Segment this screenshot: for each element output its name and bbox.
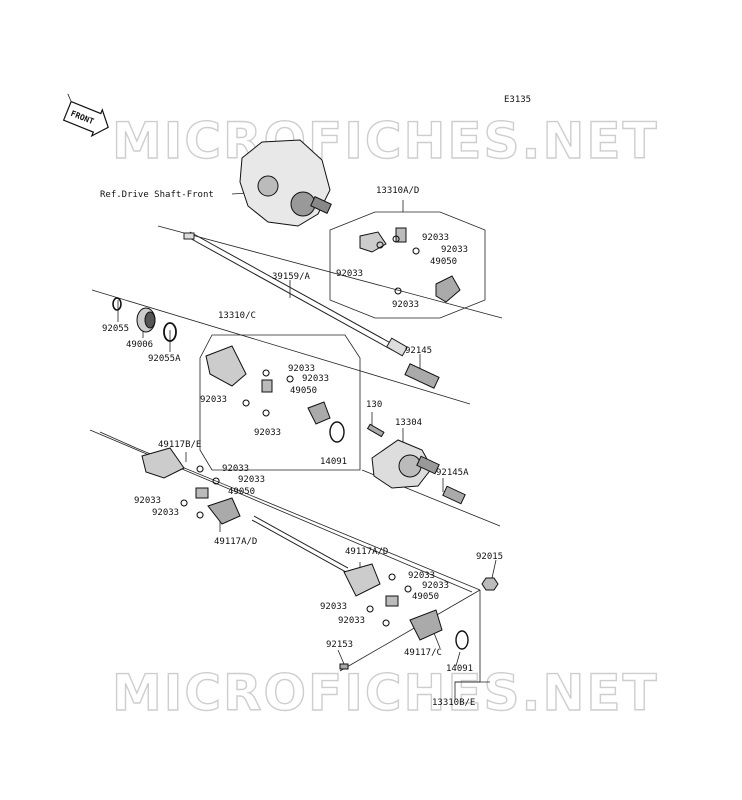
label-14091-a: 14091 — [320, 457, 348, 467]
label-49050: 49050 — [430, 257, 458, 267]
nut-92015 — [481, 577, 499, 591]
yoke-49117BE — [141, 447, 241, 525]
watermark-bottom: MICROFICHES.NET — [111, 663, 659, 722]
label-13310BE: 13310B/E — [432, 698, 476, 708]
spring-92145 — [404, 363, 440, 389]
spring-92145A — [442, 485, 466, 505]
drive-shaft-39159 — [183, 231, 408, 357]
final-drive-housing — [239, 139, 332, 227]
label-49050: 49050 — [412, 592, 440, 602]
label-92033: 92033 — [302, 374, 330, 384]
label-92033: 92033 — [338, 616, 366, 626]
o-ring-92055A — [163, 322, 177, 342]
label-49117AD-b: 49117A/D — [345, 547, 389, 557]
label-92033: 92033 — [152, 508, 180, 518]
bolt-92153 — [339, 663, 349, 670]
label-92015: 92015 — [476, 552, 504, 562]
label-13310AD: 13310A/D — [376, 186, 420, 196]
drive-shaft-49117AD — [251, 515, 349, 573]
yoke-13310C — [205, 345, 331, 425]
label-49050: 49050 — [228, 487, 256, 497]
label-49117AD-a: 49117A/D — [214, 537, 258, 547]
o-ring-92055 — [112, 297, 122, 311]
label-92055: 92055 — [102, 324, 130, 334]
label-92033: 92033 — [222, 464, 250, 474]
label-130: 130 — [366, 400, 383, 410]
label-92033: 92033 — [134, 496, 162, 506]
label-13310C: 13310/C — [218, 311, 256, 321]
bearing-housing-13304 — [371, 439, 440, 489]
front-arrow-icon — [62, 93, 109, 138]
label-92145A: 92145A — [436, 468, 469, 478]
washer-14091-b — [455, 630, 469, 650]
group-outline-13310C — [199, 334, 361, 471]
label-92033: 92033 — [288, 364, 316, 374]
label-14091-b: 14091 — [446, 664, 474, 674]
label-39159A: 39159/A — [272, 272, 310, 282]
label-13304: 13304 — [395, 418, 423, 428]
label-92033: 92033 — [422, 581, 450, 591]
label-92033: 92033 — [441, 245, 469, 255]
group-outline-13310BE — [99, 431, 481, 700]
label-ref-drive-shaft: Ref.Drive Shaft-Front — [100, 190, 214, 200]
yoke-49117AD — [343, 563, 443, 641]
label-49050: 49050 — [290, 386, 318, 396]
washer-14091-a — [329, 421, 345, 443]
group-outline-13310AD — [329, 211, 486, 319]
label-49117C: 49117/C — [404, 648, 442, 658]
label-92033: 92033 — [392, 300, 420, 310]
label-92033: 92033 — [254, 428, 282, 438]
label-92033: 92033 — [320, 602, 348, 612]
label-92153: 92153 — [326, 640, 354, 650]
label-92033: 92033 — [238, 475, 266, 485]
bolt-130 — [366, 423, 385, 438]
coupler-49006 — [136, 307, 156, 333]
diagram-code: E3135 — [504, 95, 532, 105]
label-92033: 92033 — [336, 269, 364, 279]
label-92033: 92033 — [422, 233, 450, 243]
label-92055A: 92055A — [148, 354, 181, 364]
label-92033: 92033 — [408, 571, 436, 581]
yoke-13310AD — [359, 227, 461, 303]
label-49117BE: 49117B/E — [158, 440, 202, 450]
label-92033: 92033 — [200, 395, 228, 405]
label-92145: 92145 — [405, 346, 433, 356]
circlip-icons — [180, 235, 420, 627]
watermark-top: MICROFICHES.NET — [111, 111, 659, 170]
label-49006: 49006 — [126, 340, 154, 350]
